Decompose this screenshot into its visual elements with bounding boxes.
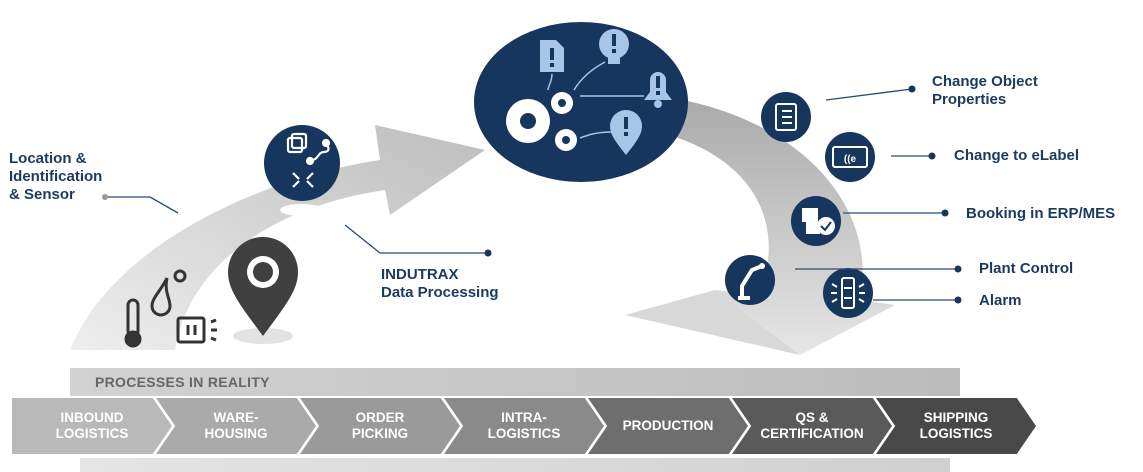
processes-bar-label: PROCESSES IN REALITY [95,374,270,390]
leader-lines [102,85,962,304]
collapse-arrows-icon [292,172,314,188]
stage-shipping-logistics: SHIPPING LOGISTICS [876,398,1036,454]
action-label-plant-control: Plant Control [979,260,1074,277]
process-stages: INBOUND LOGISTICS WARE- HOUSING ORDER PI… [12,398,1036,454]
stage-inbound-logistics: INBOUND LOGISTICS [12,398,172,454]
svg-text:((e: ((e [844,154,857,165]
stage-warehousing: WARE- HOUSING [156,398,316,454]
action-circle-alarm [823,268,873,318]
action-label-booking: Booking in ERP/MES [966,205,1116,222]
action-label-elabel: Change to eLabel [954,147,1080,164]
location-alert-icon [610,110,642,155]
rising-arrow [70,125,485,350]
stage-production: PRODUCTION [588,398,748,454]
base-strip [80,458,950,472]
droplet-icon [150,269,187,317]
route-icon [305,138,331,166]
location-identification-label: Location & Identification & Sensor [9,150,103,203]
gear-holes [520,99,570,144]
action-circle-box-check [791,196,841,246]
action-circle-elabel: ((e [825,132,875,182]
bell-alert-icon [644,72,672,108]
identification-circle [264,125,340,201]
connector-lines [547,61,644,139]
action-circle-robot [725,255,775,305]
action-circle-checklist [761,92,811,142]
document-alert-icon [540,40,564,72]
stage-qs-certification: QS & CERTIFICATION [732,398,892,454]
location-pin-icon [228,237,298,344]
indutrax-processing-label: INDUTRAX Data Processing [381,266,499,301]
descending-arrow-tail [625,290,800,355]
thermometer-icon [124,298,142,348]
circle-shadow [280,204,324,216]
stage-order-picking: ORDER PICKING [300,398,460,454]
stage-intralogistics: INTRA- LOGISTICS [444,398,604,454]
processes-bar: PROCESSES IN REALITY [70,368,960,396]
copy-icon [286,132,308,154]
action-label-change-object: Change Object Properties [932,73,1038,108]
action-label-alarm: Alarm [979,292,1022,309]
sensor-tag-icon [176,316,217,344]
lightbulb-alert-icon [599,29,629,64]
